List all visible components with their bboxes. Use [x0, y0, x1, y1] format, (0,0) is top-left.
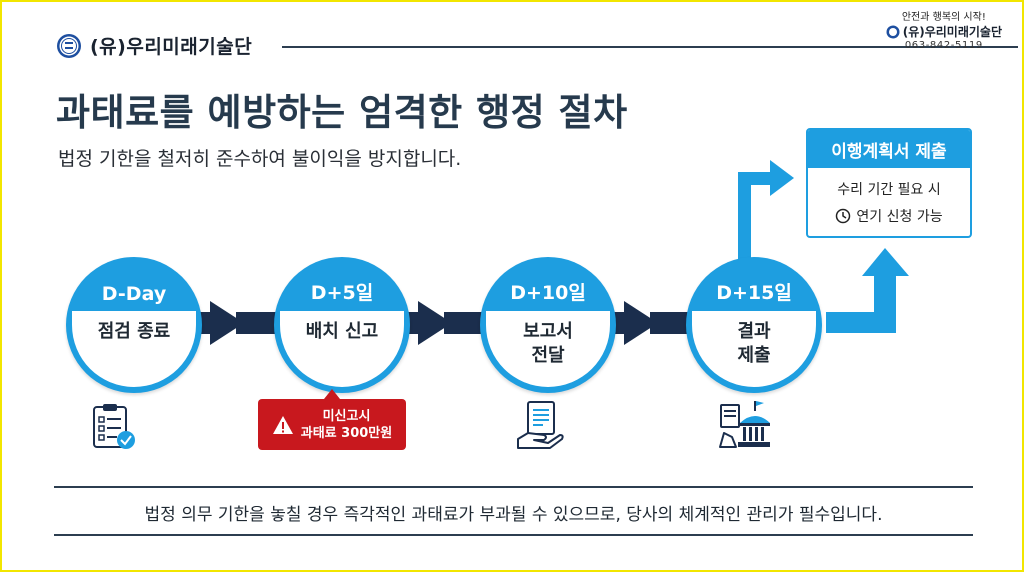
plan-submission-box: 이행계획서 제출 수리 기간 필요 시 연기 신청 가능 [806, 128, 972, 238]
step-day: D-Day [101, 283, 167, 305]
corner-slogan: 안전과 행복의 시작! [901, 12, 986, 23]
checklist-icon [88, 401, 140, 453]
step-inner: 결과 제출 [692, 311, 816, 387]
page-title: 과태료를 예방하는 엄격한 행정 절차 [56, 91, 628, 134]
flow-band-4 [444, 312, 484, 334]
corner-phone: 063-842-5119 [904, 40, 983, 51]
corner-brand: (유)우리미래기술단 [886, 23, 1002, 40]
company-seal-icon [56, 33, 82, 59]
corner-seal-icon [886, 25, 900, 38]
footer-top-line [54, 486, 973, 488]
penalty-line-1: 미신고시 [322, 408, 371, 424]
flow-band-6 [650, 312, 690, 334]
header-divider [282, 46, 1018, 48]
step-inner: 보고서 전달 [486, 311, 610, 387]
step-inner: 점검 종료 [72, 311, 196, 387]
clock-icon [836, 208, 851, 224]
flow-arrow-elbow [826, 248, 909, 333]
corner-company-name: (유)우리미래기술단 [902, 25, 1002, 39]
corner-brand-block: 안전과 행복의 시작! (유)우리미래기술단 063-842-5119 [886, 8, 1002, 51]
step-label: 결과 제출 [737, 321, 771, 366]
footer-bottom-line [54, 534, 973, 536]
step-inner: 배치 신고 [280, 311, 404, 387]
step-day: D+15일 [716, 282, 792, 304]
company-logo: (유)우리미래기술단 [56, 32, 252, 59]
plan-box-line-2: 연기 신청 가능 [856, 209, 943, 225]
step-label: 점검 종료 [97, 321, 171, 342]
penalty-line-2: 과태료 300만원 [300, 425, 393, 441]
warning-icon [272, 415, 293, 434]
step-circle-d5: D+5일 배치 신고 [274, 257, 410, 393]
plan-box-title: 이행계획서 제출 [808, 130, 970, 168]
plan-box-line-1: 수리 기간 필요 시 [837, 182, 941, 198]
penalty-warning-text: 미신고시 과태료 300만원 [301, 408, 392, 442]
footer-notice: 법정 의무 기한을 놓칠 경우 즉각적인 과태료가 부과될 수 있으므로, 당사… [144, 505, 883, 525]
step-circle-d15: D+15일 결과 제출 [686, 257, 822, 393]
step-label: 보고서 전달 [523, 321, 573, 366]
step-label: 배치 신고 [305, 321, 379, 342]
document-hand-icon [514, 399, 566, 451]
flow-arrow-up-right [738, 160, 794, 268]
government-building-icon [718, 399, 770, 451]
penalty-warning-badge: 미신고시 과태료 300만원 [258, 389, 406, 450]
step-circle-d10: D+10일 보고서 전달 [480, 257, 616, 393]
flow-band-2 [236, 312, 276, 334]
company-name: (유)우리미래기술단 [90, 36, 253, 58]
step-day: D+10일 [510, 282, 586, 304]
step-circle-dday: D-Day 점검 종료 [66, 257, 202, 393]
step-day: D+5일 [310, 282, 374, 304]
page-subtitle: 법정 기한을 철저히 준수하여 불이익을 방지합니다. [58, 148, 462, 170]
plan-box-line-2-row: 연기 신청 가능 [808, 206, 970, 226]
